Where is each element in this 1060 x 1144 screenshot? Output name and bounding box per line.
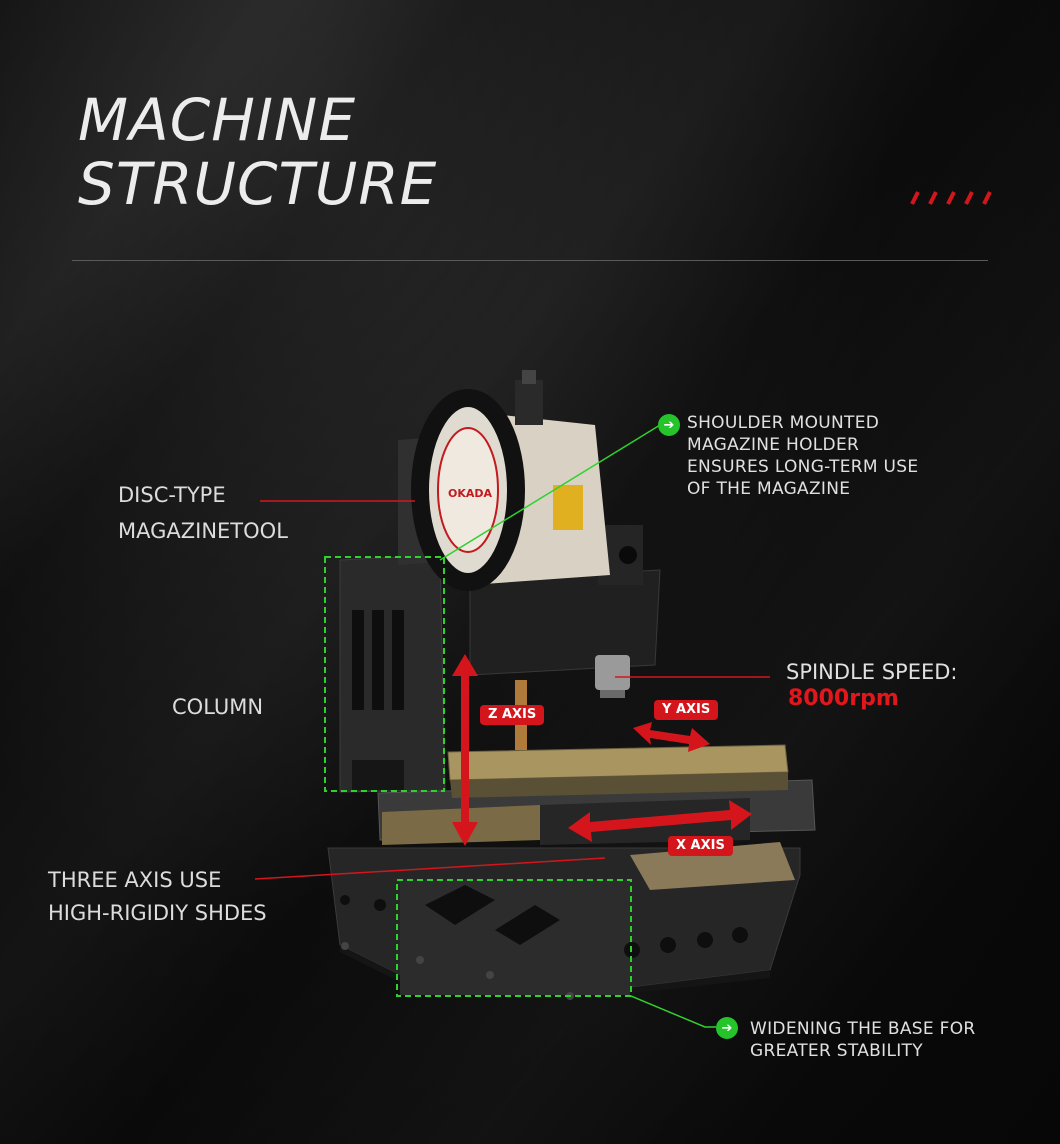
magazine-note: SHOULDER MOUNTED MAGAZINE HOLDER ENSURES… [687,412,918,500]
column-highlight-box [324,556,445,792]
x-axis-tag: X AXIS [668,836,733,856]
disc-label-line-1: DISC-TYPE [118,483,226,507]
base-callout-line [630,995,716,1028]
title-line-2: STRUCTURE [78,150,438,218]
magazine-note-line-3: ENSURES LONG-TERM USE [687,457,919,477]
title-divider [72,260,988,261]
base-note-line-1: WIDENING THE BASE FOR [750,1019,976,1039]
magazine-note-line-4: OF THE MAGAZINE [687,479,851,499]
red-slash-decoration [910,191,992,205]
slides-label-line-1: THREE AXIS USE [48,868,222,892]
slides-callout-line [254,857,606,880]
spindle-speed-value: 8000rpm [788,686,899,711]
z-axis-arrow [452,654,478,846]
page-title: MACHINE STRUCTURE [78,88,437,216]
magazine-callout-line [439,424,661,561]
x-axis-arrow [568,800,752,842]
brand-logo: OKADA [448,487,493,500]
column-label: COLUMN [172,695,264,719]
base-note: WIDENING THE BASE FOR GREATER STABILITY [750,1018,976,1062]
z-axis-tag: Z AXIS [480,705,545,725]
base-highlight-box [396,879,632,997]
arrow-right-icon: ➔ [658,414,680,436]
spindle-speed-label: SPINDLE SPEED: [786,660,958,684]
magazine-note-line-2: MAGAZINE HOLDER [687,435,860,455]
slides-label-line-2: HIGH-RIGIDIY SHDES [48,901,267,925]
magazine-note-line-1: SHOULDER MOUNTED [687,413,880,433]
disc-label-line-2: MAGAZINETOOL [118,519,288,543]
arrow-right-icon: ➔ [716,1017,738,1039]
base-note-line-2: GREATER STABILITY [750,1041,923,1061]
title-line-1: MACHINE [78,86,356,154]
y-axis-arrow [633,722,710,752]
y-axis-tag: Y AXIS [654,700,719,720]
